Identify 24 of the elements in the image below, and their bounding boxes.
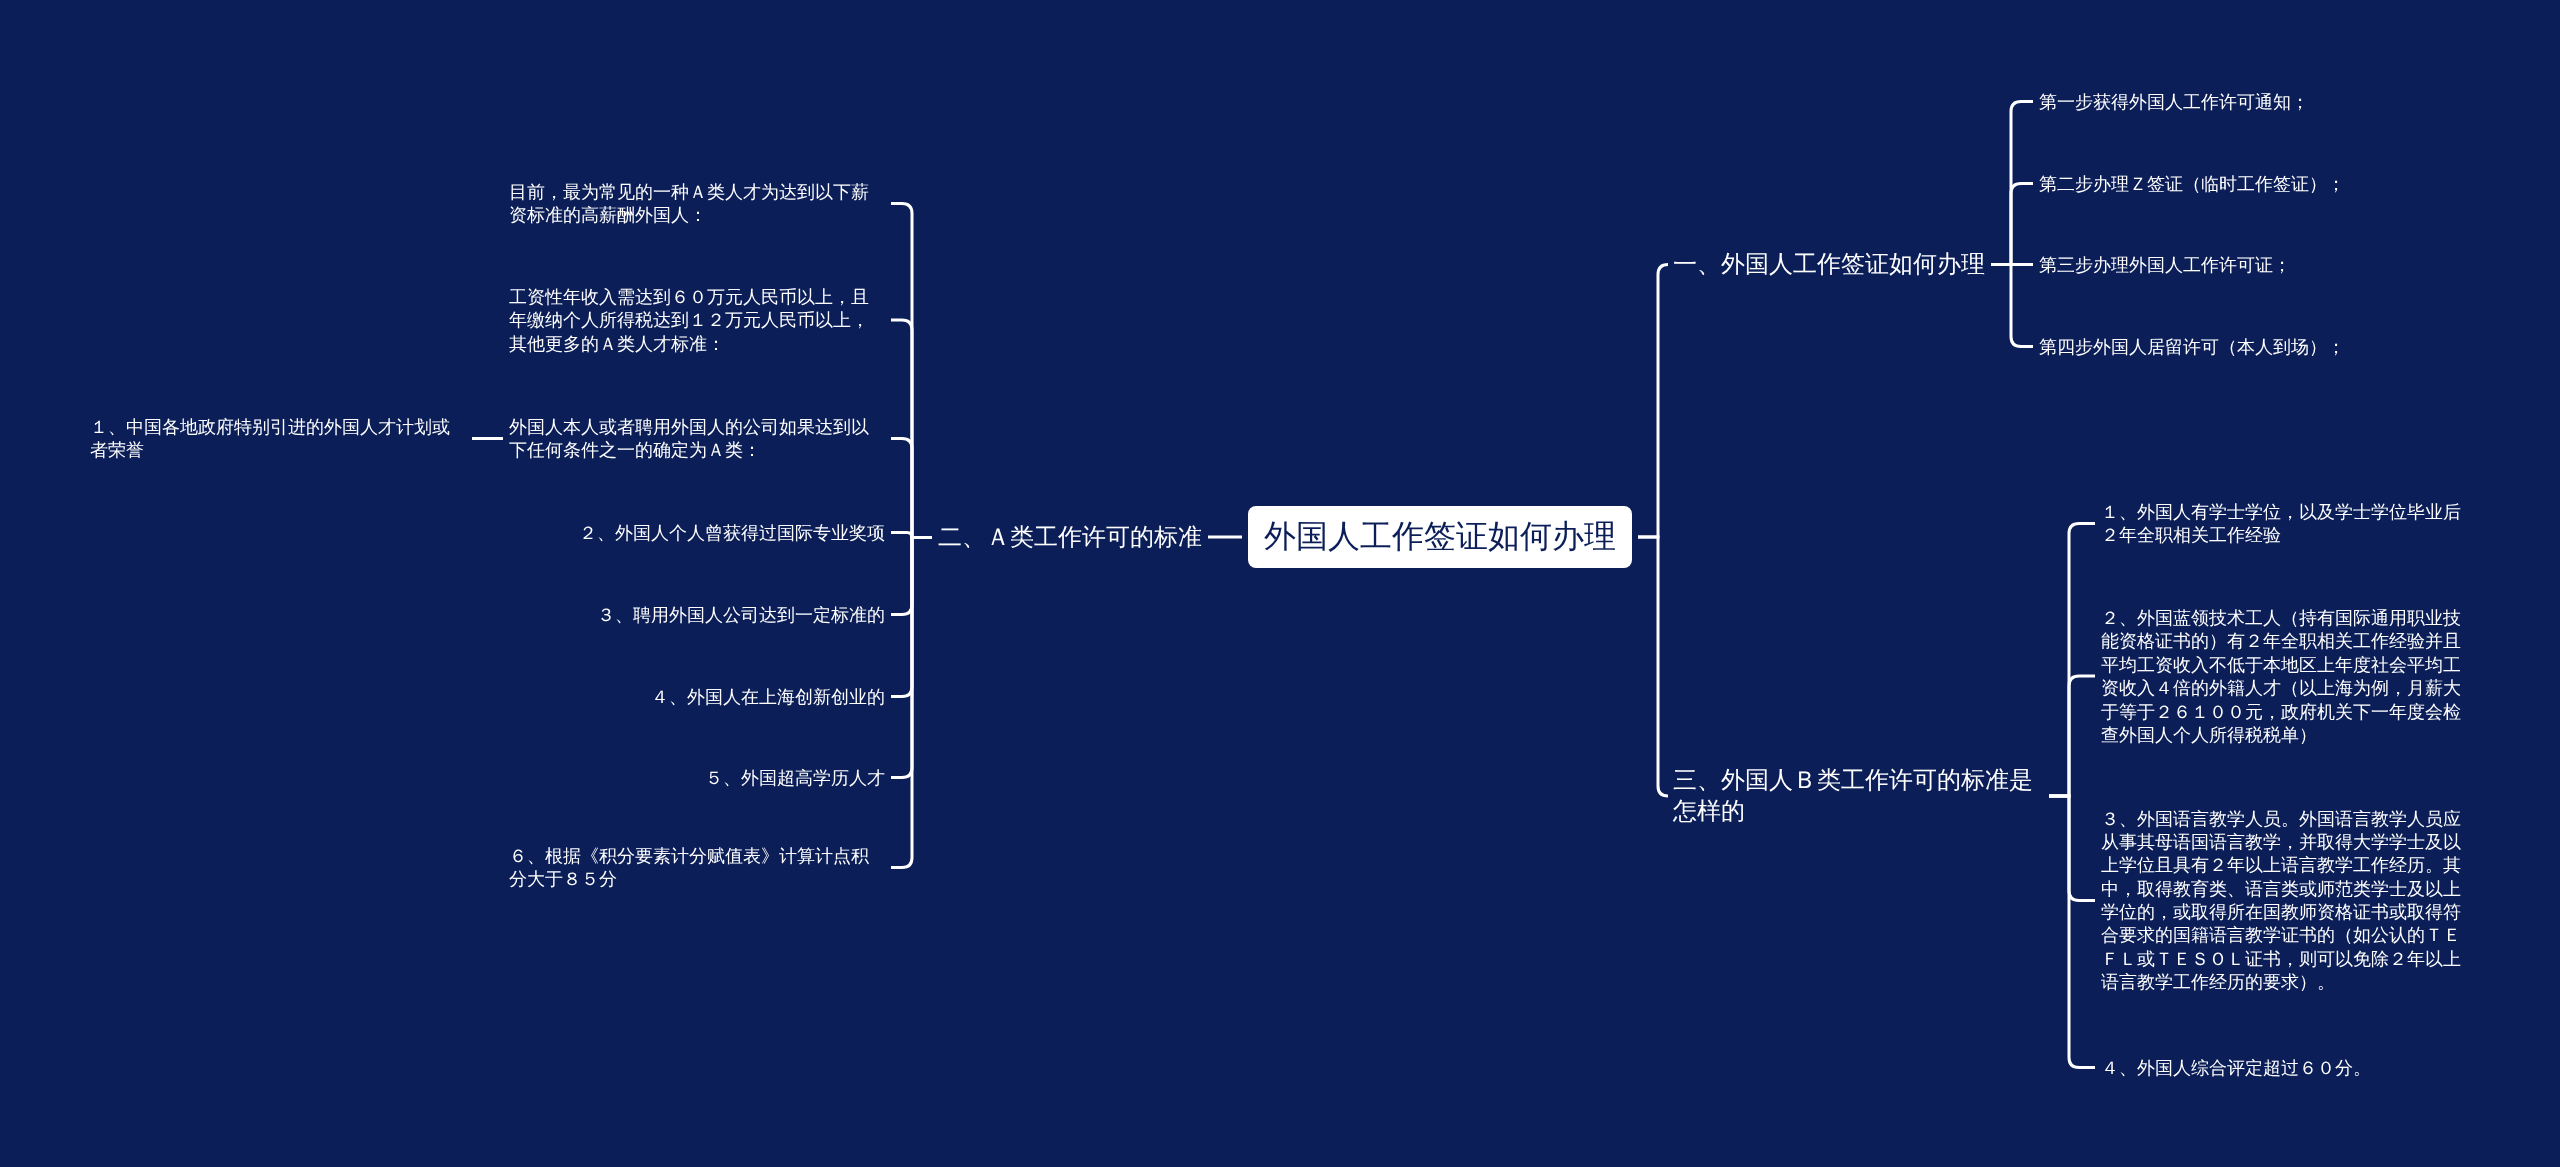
root-topic-box: 外国人工作签证如何办理 — [1248, 506, 1632, 568]
criterion-text: 工资性年收入需达到６０万元人民币以上，且年缴纳个人所得税达到１２万元人民币以上，其他更多的Ａ类人才标准： — [509, 285, 885, 356]
criterion-text: ４、外国人综合评定超过６０分。 — [2101, 1055, 2371, 1079]
connector-line — [472, 437, 503, 440]
branch-topic: 三、外国人Ｂ类工作许可的标准是怎样的 — [1673, 765, 2043, 828]
step-text: 第二步办理Ｚ签证（临时工作签证）； — [2039, 171, 2345, 195]
criterion-text: ２、外国蓝领技术工人（持有国际通用职业技能资格证书的）有２年全职相关工作经验并且平均工资收入不低于本地区上年度社会平均工资收入４倍的外籍人才（以上海为例，月薪大于等于２６１００元，政府机关下一年度会检查外国人个人所得税税单） — [2101, 606, 2477, 747]
branch-topic: 二、Ａ类工作许可的标准 — [938, 521, 1202, 553]
branch-topic: 一、外国人工作签证如何办理 — [1673, 248, 1985, 280]
criterion-text: １、外国人有学士学位，以及学士学位毕业后２年全职相关工作经验 — [2101, 499, 2477, 547]
criterion-text: ３、外国语言教学人员。外国语言教学人员应从事其母语国语言教学，并取得大学学士及以上学位且具有２年以上语言教学工作经历。其中，取得教育类、语言类或师范类学士及以上学位的，或取得所在国教师资格证书或取得符合要求的国籍语言教学证书的（如公认的ＴＥＦＬ或ＴＥＳＯＬ证书，则可以免除２年以上语言教学工作经历的要求）。 — [2101, 806, 2477, 994]
step-text: 第三步办理外国人工作许可证； — [2039, 252, 2291, 276]
connector-line — [1638, 535, 1670, 798]
criterion-text: ５、外国超高学历人才 — [705, 765, 885, 789]
step-text: 第四步外国人居留许可（本人到场）； — [2039, 334, 2345, 358]
criterion-text: １、中国各地政府特别引进的外国人才计划或者荣誉 — [90, 414, 466, 462]
criterion-text: ２、外国人个人曾获得过国际专业奖项 — [579, 520, 885, 544]
criterion-text: 外国人本人或者聘用外国人的公司如果达到以下任何条件之一的确定为Ａ类： — [509, 414, 885, 462]
step-text: 第一步获得外国人工作许可通知； — [2039, 89, 2309, 113]
criterion-text: ６、根据《积分要素计分赋值表》计算计点积分大于８５分 — [509, 843, 885, 891]
criterion-text: ４、外国人在上海创新创业的 — [651, 684, 885, 708]
connector-line — [1208, 535, 1242, 539]
criterion-text: 目前，最为常见的一种Ａ类人才为达到以下薪资标准的高薪酬外国人： — [509, 179, 885, 227]
criterion-text: ３、聘用外国人公司达到一定标准的 — [597, 602, 885, 626]
